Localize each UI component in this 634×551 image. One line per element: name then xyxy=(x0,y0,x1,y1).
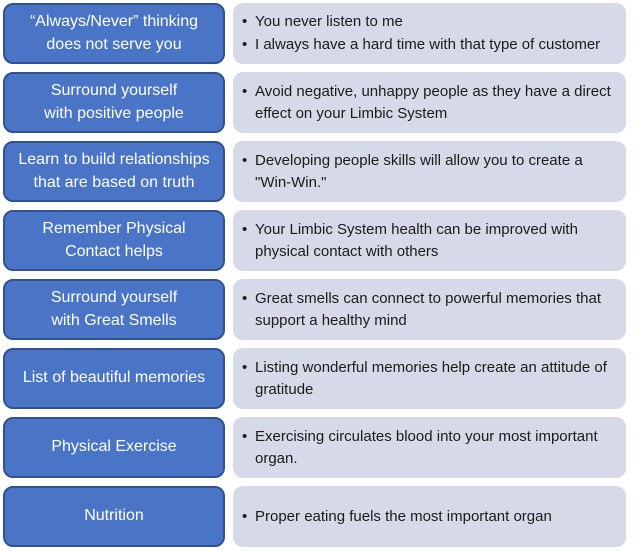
row-heading: Physical Exercise xyxy=(51,438,177,456)
bullet-list: Proper eating fuels the most important o… xyxy=(242,505,612,529)
bullet-item: You never listen to me xyxy=(242,11,612,33)
bullet-list: Developing people skills will allow you … xyxy=(242,149,612,195)
row-bullets-box: Developing people skills will allow you … xyxy=(233,141,626,202)
row-bullets-box: Avoid negative, unhappy people as they h… xyxy=(233,72,626,133)
table-row: Remember Physical Contact helps Your Lim… xyxy=(3,210,626,271)
row-bullets-box: Your Limbic System health can be improve… xyxy=(233,210,626,271)
bullet-item: Avoid negative, unhappy people as they h… xyxy=(242,81,612,125)
row-heading-box: Physical Exercise xyxy=(3,417,225,478)
row-heading-box: Surround yourself with positive people xyxy=(3,72,225,133)
bullet-list: Avoid negative, unhappy people as they h… xyxy=(242,80,612,126)
row-heading-box: “Always/Never” thinking does not serve y… xyxy=(3,3,225,64)
table-row: Learn to build relationships that are ba… xyxy=(3,141,626,202)
row-heading: List of beautiful memories xyxy=(22,369,206,387)
row-heading-box: List of beautiful memories xyxy=(3,348,225,409)
row-bullets-box: Listing wonderful memories help create a… xyxy=(233,348,626,409)
row-heading: Surround yourself with positive people xyxy=(44,82,184,122)
table-row: Physical Exercise Exercising circulates … xyxy=(3,417,626,478)
row-heading-box: Nutrition xyxy=(3,486,225,547)
row-bullets-box: Exercising circulates blood into your mo… xyxy=(233,417,626,478)
row-bullets-box: You never listen to meI always have a ha… xyxy=(233,3,626,64)
row-heading: Remember Physical Contact helps xyxy=(42,220,186,260)
table-row: “Always/Never” thinking does not serve y… xyxy=(3,3,626,64)
row-heading-box: Surround yourself with Great Smells xyxy=(3,279,225,340)
bullet-item: Developing people skills will allow you … xyxy=(242,150,612,194)
row-bullets-box: Proper eating fuels the most important o… xyxy=(233,486,626,547)
row-heading: Nutrition xyxy=(84,507,144,525)
table-row: List of beautiful memories Listing wonde… xyxy=(3,348,626,409)
bullet-list: Listing wonderful memories help create a… xyxy=(242,356,612,402)
bullet-item: Listing wonderful memories help create a… xyxy=(242,357,612,401)
bullet-item: Great smells can connect to powerful mem… xyxy=(242,288,612,332)
bullet-item: Exercising circulates blood into your mo… xyxy=(242,426,612,470)
bullet-list: You never listen to meI always have a ha… xyxy=(242,10,612,57)
row-bullets-box: Great smells can connect to powerful mem… xyxy=(233,279,626,340)
bullet-item: Proper eating fuels the most important o… xyxy=(242,506,612,528)
bullet-list: Your Limbic System health can be improve… xyxy=(242,218,612,264)
table-row: Surround yourself with Great Smells Grea… xyxy=(3,279,626,340)
bullet-list: Exercising circulates blood into your mo… xyxy=(242,425,612,471)
bullet-item: I always have a hard time with that type… xyxy=(242,34,612,56)
row-heading: Learn to build relationships that are ba… xyxy=(18,151,210,191)
bullet-list: Great smells can connect to powerful mem… xyxy=(242,287,612,333)
table-row: Nutrition Proper eating fuels the most i… xyxy=(3,486,626,547)
row-heading-box: Remember Physical Contact helps xyxy=(3,210,225,271)
table-row: Surround yourself with positive people A… xyxy=(3,72,626,133)
row-heading: Surround yourself with Great Smells xyxy=(50,289,178,329)
bullet-item: Your Limbic System health can be improve… xyxy=(242,219,612,263)
row-heading-box: Learn to build relationships that are ba… xyxy=(3,141,225,202)
row-heading: “Always/Never” thinking does not serve y… xyxy=(29,13,199,53)
